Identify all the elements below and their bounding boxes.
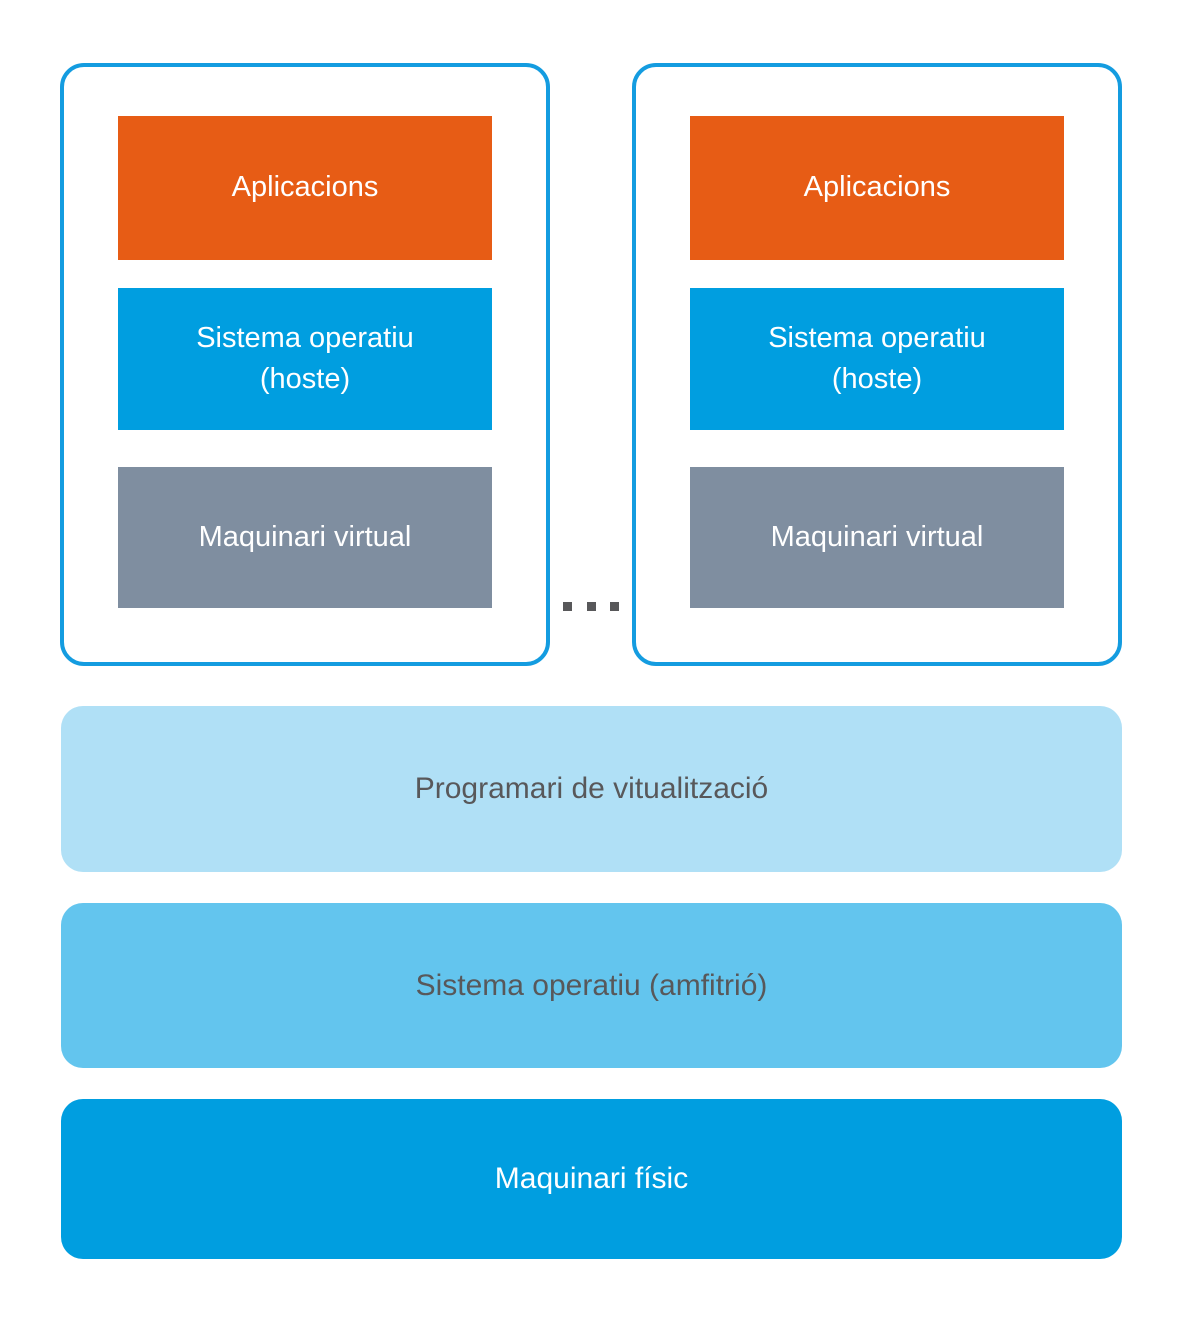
- vm1-layer-aplicacions: Aplicacions: [118, 116, 492, 260]
- vm2-sistema-operatiu-hoste-label: Sistema operatiu (hoste): [768, 321, 986, 395]
- layer-maquinari-fisic: Maquinari físic: [61, 1099, 1122, 1259]
- vm2-layer-aplicacions: Aplicacions: [690, 116, 1064, 260]
- programari-de-virtualitzacio-label: Programari de vitualització: [414, 772, 769, 805]
- vm1-aplicacions-label: Aplicacions: [231, 171, 379, 204]
- ellipsis-dots-icon: [563, 602, 619, 611]
- vm2-maquinari-virtual-label: Maquinari virtual: [770, 520, 984, 553]
- layer-sistema-operatiu-amfitrio: Sistema operatiu (amfitrió): [61, 903, 1122, 1068]
- sistema-operatiu-amfitrio-label: Sistema operatiu (amfitrió): [415, 968, 768, 1002]
- virtual-machine-box-2: Aplicacions Sistema operatiu (hoste) Maq…: [632, 63, 1122, 666]
- ellipsis-dot: [610, 602, 619, 611]
- layer-programari-de-virtualitzacio: Programari de vitualització: [61, 706, 1122, 872]
- vm2-layer-maquinari-virtual: Maquinari virtual: [690, 467, 1064, 608]
- ellipsis-dot: [563, 602, 572, 611]
- vm1-sistema-operatiu-hoste-label: Sistema operatiu (hoste): [196, 321, 414, 395]
- ellipsis-dot: [586, 602, 596, 611]
- maquinari-fisic-label: Maquinari físic: [494, 1162, 689, 1195]
- vm2-layer-sistema-operatiu-hoste: Sistema operatiu (hoste): [690, 288, 1064, 430]
- vm2-aplicacions-label: Aplicacions: [803, 171, 951, 204]
- vm1-maquinari-virtual-label: Maquinari virtual: [198, 520, 412, 553]
- vm1-layer-sistema-operatiu-hoste: Sistema operatiu (hoste): [118, 288, 492, 430]
- vm1-layer-maquinari-virtual: Maquinari virtual: [118, 467, 492, 608]
- virtual-machine-box-1: Aplicacions Sistema operatiu (hoste) Maq…: [60, 63, 550, 666]
